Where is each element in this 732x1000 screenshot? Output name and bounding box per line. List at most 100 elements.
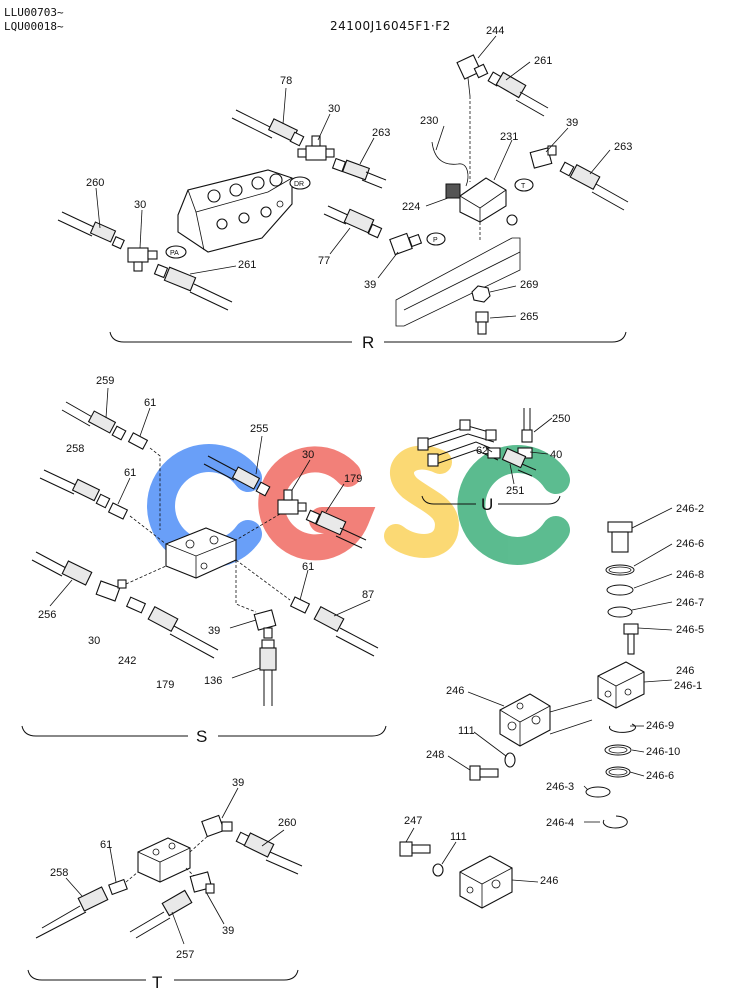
hose-256	[31, 551, 93, 586]
hose-179-s-upper	[305, 509, 367, 549]
svg-text:DR: DR	[294, 181, 304, 188]
adapter-242	[125, 596, 147, 614]
washer-246-3	[585, 786, 611, 798]
part-label: 246-5	[676, 624, 704, 636]
part-label: 257	[176, 949, 194, 961]
tee-fitting-30-left	[127, 247, 158, 272]
o-ring-246-6-upper	[605, 564, 635, 576]
section-r: DR PA P T	[57, 25, 632, 352]
part-label: 78	[280, 75, 292, 87]
plug-246-2	[607, 521, 633, 553]
control-valve-body	[177, 169, 293, 253]
part-label: 246-6	[646, 770, 674, 782]
valve-body-246-1	[597, 661, 645, 709]
section-label-u: U	[481, 495, 493, 514]
part-label: 246-7	[676, 597, 704, 609]
part-label: 61	[124, 467, 136, 479]
hose-259	[61, 401, 127, 441]
part-label: 256	[38, 609, 56, 621]
part-label: 246-10	[646, 746, 680, 758]
leader-lines-t	[65, 787, 285, 945]
part-label: 246-1	[674, 680, 702, 692]
section-bracket-u	[421, 495, 561, 505]
elbow-fitting-39-s	[235, 560, 277, 639]
part-label: 39	[222, 925, 234, 937]
hose-255	[203, 455, 271, 497]
hose-179-s-lower	[147, 605, 219, 659]
watermark-letter-g	[258, 446, 376, 561]
part-label: 62	[476, 445, 488, 457]
part-label: 39	[566, 117, 578, 129]
part-label: 30	[134, 199, 146, 211]
ring-246-9	[609, 723, 636, 733]
part-label: 39	[208, 625, 220, 637]
part-label: 224	[402, 201, 420, 213]
svg-text:PA: PA	[170, 250, 179, 257]
valve-body-246-mid	[499, 693, 593, 747]
section-t: 39 260 61 258 257 39 T	[27, 777, 303, 992]
port-tag-t: T	[514, 178, 534, 192]
bolt-247	[399, 841, 431, 857]
port-tag-dr: DR	[289, 176, 311, 190]
part-label: 261	[238, 259, 256, 271]
tee-fitting-30-s-upper	[235, 489, 307, 541]
section-u: 250 40 62 251 U	[417, 408, 570, 514]
part-label: 61	[100, 839, 112, 851]
section-bracket-t	[27, 969, 299, 981]
leader-lines-s	[49, 387, 371, 679]
hose-260-t	[235, 831, 303, 875]
part-label: 87	[362, 589, 374, 601]
port-tag-p: P	[426, 232, 446, 246]
washer-111-upper	[504, 752, 516, 768]
part-label: 269	[520, 279, 538, 291]
bolt-248	[469, 765, 499, 781]
part-label: 251	[506, 485, 524, 497]
serial-range-1: LLU00703~	[4, 6, 64, 19]
adapter-61-s-upper	[127, 432, 161, 530]
leader-lines-r	[95, 35, 611, 319]
part-label: 265	[520, 311, 538, 323]
part-label: 246-6	[676, 538, 704, 550]
washer-246-10	[604, 744, 632, 756]
part-label: 244	[486, 25, 504, 37]
adapter-61-t	[108, 871, 139, 896]
hose-136	[259, 639, 277, 706]
section-label-s: S	[196, 727, 207, 746]
part-label: 246	[446, 685, 464, 697]
clip-246-4	[602, 815, 628, 829]
part-label: 111	[458, 725, 475, 737]
part-label: 179	[156, 679, 174, 691]
part-label: 61	[302, 561, 314, 573]
elbow-fitting-39-t-upper	[201, 814, 233, 838]
part-label: 246-4	[546, 817, 574, 829]
port-tag-pa: PA	[165, 245, 187, 259]
svg-text:P: P	[433, 237, 438, 244]
part-label: 261	[534, 55, 552, 67]
section-label-r: R	[362, 333, 374, 352]
hose-78	[231, 109, 305, 147]
part-label: 230	[420, 115, 438, 127]
bolt-246-5	[623, 623, 639, 655]
part-label: 111	[450, 831, 467, 843]
elbow-fitting-39-t-lower	[189, 871, 215, 894]
section-bracket-r	[109, 331, 627, 343]
part-label: 248	[426, 749, 444, 761]
part-label: 30	[302, 449, 314, 461]
mounting-bracket	[395, 237, 521, 327]
part-label: 263	[372, 127, 390, 139]
part-label: 260	[278, 817, 296, 829]
elbow-fitting-244	[456, 54, 489, 97]
elbow-fitting-39-r-lower	[389, 232, 423, 256]
part-label: 246-3	[546, 781, 574, 793]
part-label: 263	[614, 141, 632, 153]
part-label: 246-9	[646, 720, 674, 732]
o-ring-246-6-lower	[605, 766, 631, 778]
hose-87	[313, 605, 379, 657]
part-label: 40	[550, 449, 562, 461]
part-label: 231	[500, 131, 518, 143]
hose-77	[323, 205, 383, 239]
pipe-assembly-u	[417, 419, 501, 467]
valve-assembly-246: 246-2 246-6 246-8 246-7 246-5 246 246-1 …	[399, 503, 704, 909]
fitting-62	[487, 447, 501, 459]
